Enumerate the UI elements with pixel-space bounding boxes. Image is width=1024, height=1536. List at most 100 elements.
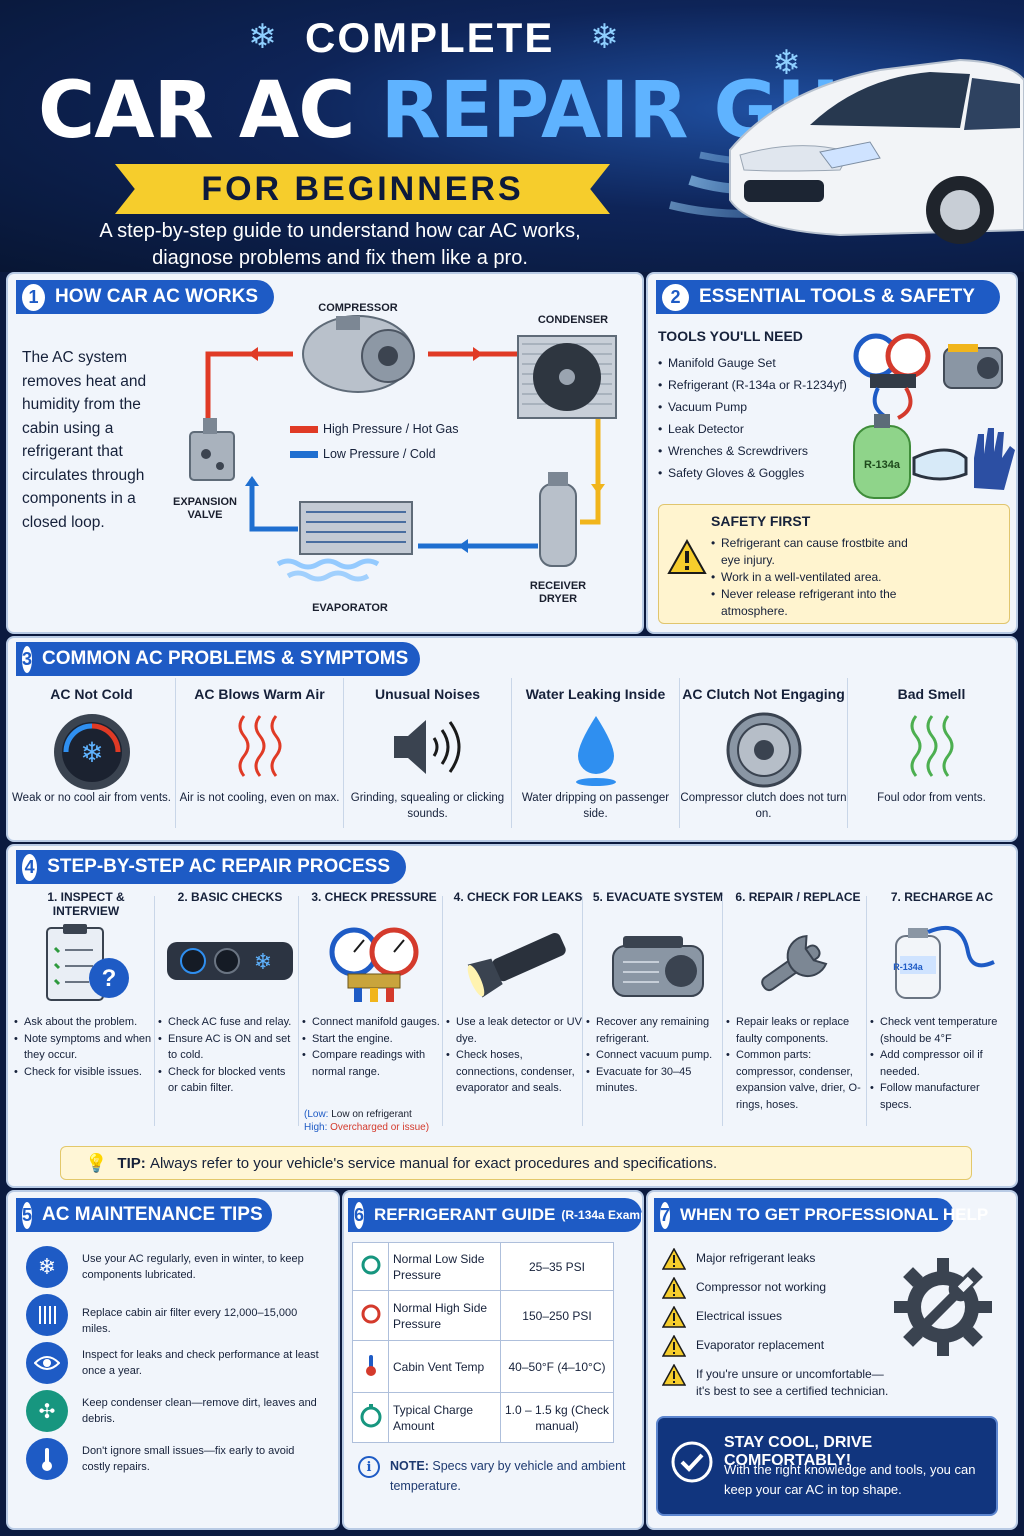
problem-card: AC Not Cold ❄ Weak or no cool air from v… <box>8 678 175 828</box>
divider <box>298 896 299 1126</box>
section-number: 5 <box>22 1201 33 1229</box>
tool-item: Leak Detector <box>658 418 858 440</box>
table-cell: Normal Low Side Pressure <box>388 1242 501 1291</box>
repair-step: 6. REPAIR / REPLACE Repair leaks or repl… <box>726 890 870 1140</box>
low-gauge-icon <box>352 1242 389 1291</box>
step-bullet: Ask about the problem. <box>14 1014 154 1031</box>
label-line: VALVE <box>187 509 223 521</box>
maintenance-tip: ✣ Keep condenser clean—remove dirt, leave… <box>26 1390 326 1434</box>
manifold-gauge-icon <box>853 333 931 420</box>
divider <box>343 678 344 828</box>
safety-list: Refrigerant can cause frostbite and eye … <box>711 535 911 620</box>
step-bullet: Follow manufacturer specs. <box>870 1080 1010 1113</box>
problem-title: AC Blows Warm Air <box>194 686 325 702</box>
maintenance-tip: ❄Use your AC regularly, even in winter, … <box>26 1246 326 1290</box>
divider <box>154 896 155 1126</box>
repair-step: 2. BASIC CHECKS ❄ Check AC fuse and rela… <box>158 890 302 1140</box>
stay-cool-box: STAY COOL, DRIVE COMFORTABLY! With the r… <box>656 1416 998 1516</box>
step-bullet: Check hoses, connections, condenser, eva… <box>446 1047 586 1097</box>
step-bullets: Check vent temperature (should be 4°FAdd… <box>870 1014 1010 1113</box>
section-title-small: (R-134a Example) <box>561 1208 642 1222</box>
step-bullet: Repair leaks or replace faulty component… <box>726 1014 866 1047</box>
refrigerant-cylinder-icon <box>853 414 911 499</box>
divider <box>866 896 867 1126</box>
section-number: 6 <box>354 1201 365 1229</box>
hero-title-white: CAR AC <box>38 66 355 156</box>
gear-wrench-icon <box>894 1258 992 1356</box>
tip-text: Use your AC regularly, even in winter, t… <box>82 1253 304 1281</box>
step-bullets: Check AC fuse and relay.Ensure AC is ON … <box>158 1014 298 1097</box>
section-number: 4 <box>22 853 38 881</box>
dial-snowflake-icon: ❄ <box>53 714 130 790</box>
note-text: Specs vary by vehicle and ambient temper… <box>390 1459 626 1493</box>
tip-text: Don't ignore small issues—fix early to a… <box>82 1445 295 1473</box>
problem-card: AC Blows Warm Air Air is not cooling, ev… <box>176 678 343 828</box>
warning-icon <box>661 1363 687 1391</box>
problem-desc: Foul odor from vents. <box>877 792 986 804</box>
problem-desc: Weak or no cool air from vents. <box>12 792 171 804</box>
tip-text: Keep condenser clean—remove dirt, leaves… <box>82 1397 317 1425</box>
section-title: HOW CAR AC WORKS <box>55 286 258 307</box>
high-gauge-icon <box>352 1290 389 1341</box>
tool-item: Manifold Gauge Set <box>658 352 858 374</box>
hero-ribbon: FOR BEGINNERS <box>115 164 610 214</box>
repair-step: 7. RECHARGE AC R-134a Check vent tempera… <box>870 890 1014 1140</box>
step-bullet: Connect vacuum pump. <box>586 1047 726 1064</box>
subtitle-line: A step-by-step guide to understand how c… <box>99 220 581 242</box>
cool-text: With the right knowledge and tools, you … <box>724 1462 976 1497</box>
condenser-label: CONDENSER <box>537 314 609 326</box>
condenser-icon: ✣ <box>26 1390 68 1432</box>
legend-hot-swatch <box>290 426 318 433</box>
divider <box>511 678 512 828</box>
problem-title: AC Clutch Not Engaging <box>682 686 845 702</box>
warning-icon <box>661 1247 687 1275</box>
can-label: R-134a <box>893 962 923 972</box>
help-text: Evaporator replacement <box>696 1338 825 1352</box>
hero-top-line: COMPLETE <box>305 14 555 61</box>
problem-card: Unusual Noises Grinding, squealing or cl… <box>344 678 511 828</box>
step-title: 4. CHECK FOR LEAKS <box>453 890 583 904</box>
note-low-key: (Low: <box>304 1109 329 1120</box>
tool-item: Refrigerant (R-134a or R-1234yf) <box>658 374 858 396</box>
compressor-label: COMPRESSOR <box>318 302 398 314</box>
tip-text: Inspect for leaks and check performance … <box>82 1349 319 1377</box>
step-title: 3. CHECK PRESSURE <box>311 890 437 904</box>
step-bullets: Ask about the problem.Note symptoms and … <box>14 1014 154 1080</box>
expansion-valve-icon <box>189 418 235 481</box>
maintenance-tip: Replace cabin air filter every 12,000–15… <box>26 1294 326 1338</box>
heat-waves-icon <box>238 715 281 777</box>
problem-title: Bad Smell <box>897 686 966 702</box>
tool-item: Vacuum Pump <box>658 396 858 418</box>
condenser-icon <box>517 335 617 419</box>
help-text: If you're unsure or uncomfortable— it's … <box>696 1367 889 1398</box>
step-bullet: Check AC fuse and relay. <box>158 1014 298 1031</box>
problem-desc: Compressor clutch does not turn on. <box>680 792 847 820</box>
odor-waves-icon <box>910 715 953 777</box>
divider <box>679 678 680 828</box>
receiver-dryer-icon <box>539 472 577 567</box>
step-bullet: Check for visible issues. <box>14 1064 154 1081</box>
label-line: DRYER <box>538 593 578 605</box>
pressure-note: (Low: Low on refrigerant High: Overcharg… <box>304 1108 454 1134</box>
table-cell: 25–35 PSI <box>500 1242 614 1291</box>
eye-icon <box>26 1342 68 1384</box>
snowflake-icon: ❄ <box>772 44 801 82</box>
tip-bar: 💡 TIP: Always refer to your vehicle's se… <box>60 1146 972 1180</box>
subtitle-line: diagnose problems and fix them like a pr… <box>152 247 528 269</box>
step-bullet: Add compressor oil if needed. <box>870 1047 1010 1080</box>
safety-box: SAFETY FIRST Refrigerant can cause frost… <box>658 504 1010 624</box>
tools-heading: TOOLS YOU'LL NEED <box>658 328 803 344</box>
manifold-gauge-icon <box>329 927 419 1002</box>
step-bullet: Start the engine. <box>302 1031 442 1048</box>
svg-text:❄: ❄ <box>80 737 103 768</box>
tip-text: Always refer to your vehicle's service m… <box>149 1154 718 1172</box>
